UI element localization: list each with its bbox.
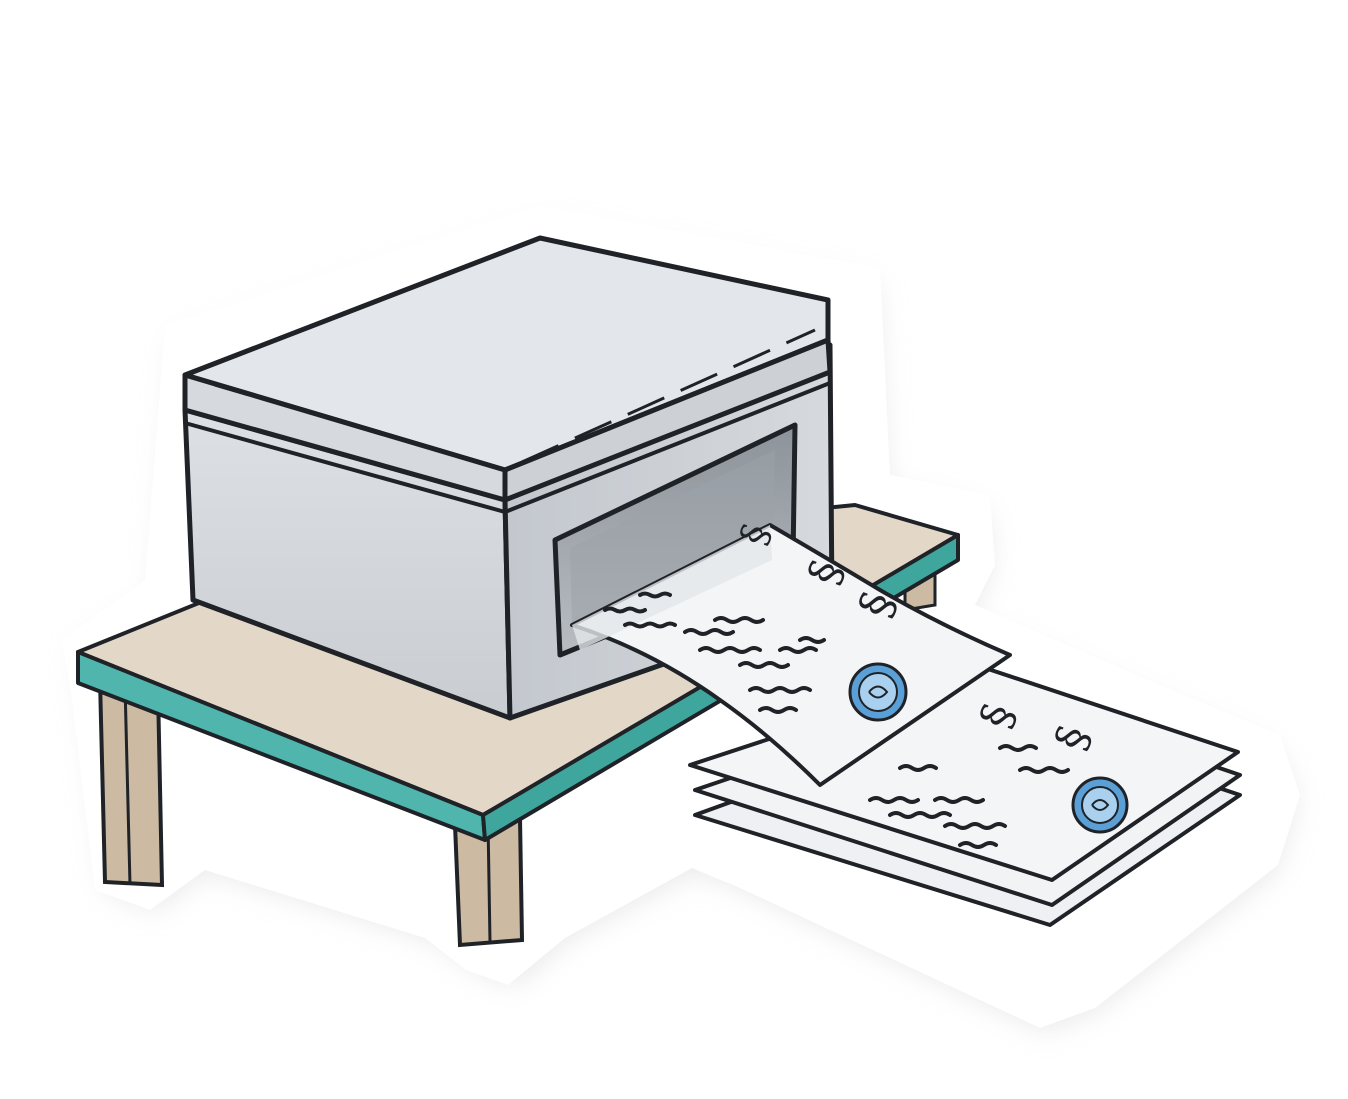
document-text-lines	[868, 744, 1070, 849]
seal-stamp-icon	[848, 662, 908, 722]
printer	[182, 235, 835, 721]
document-text-lines	[603, 591, 826, 714]
printed-document: § § §	[570, 518, 1012, 787]
seal-stamp-icon	[1071, 776, 1129, 834]
